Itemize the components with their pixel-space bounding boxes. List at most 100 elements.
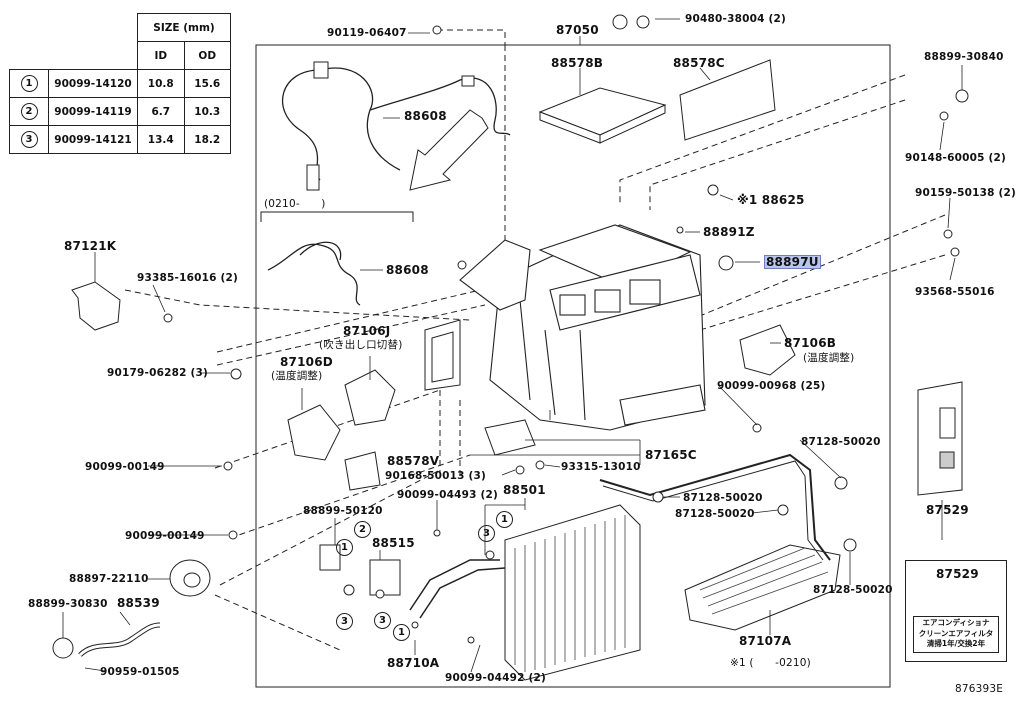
part-label-88501[interactable]: 88501 — [503, 483, 546, 497]
part-label-90099-00149-b[interactable]: 90099-00149 — [125, 530, 205, 542]
part-label-90099-00968[interactable]: 90099-00968 (25) — [717, 380, 826, 392]
variant-note-0210: (0210- ) — [264, 198, 326, 210]
part-label-90119-06407[interactable]: 90119-06407 — [327, 27, 407, 39]
part-label-87128-50020-a[interactable]: 87128-50020 — [801, 436, 881, 448]
servo-87106D — [287, 404, 341, 461]
col-od: OD — [183, 41, 231, 70]
part-label-88578B[interactable]: 88578B — [551, 56, 604, 70]
part-label-87106D[interactable]: 87106D — [280, 355, 333, 369]
variant-bracket — [260, 211, 414, 222]
filter-label-line-3: 清掃1年/交換2年 — [926, 639, 986, 648]
part-number[interactable]: 90099-14119 — [48, 97, 138, 126]
footnote-0210: ※1 ( -0210) — [730, 657, 811, 669]
diagram-id: 876393E — [955, 683, 1004, 695]
table-row: 2 90099-14119 6.7 10.3 — [9, 97, 231, 126]
part-label-87529-a[interactable]: 87529 — [926, 503, 969, 517]
part-label-88899-50120[interactable]: 88899-50120 — [303, 505, 383, 517]
leader-lines — [62, 18, 963, 673]
callout-mark-3: 3 — [336, 613, 353, 630]
heater-case — [459, 224, 706, 431]
assembly-frame — [255, 44, 891, 688]
part-label-87128-50020-d[interactable]: 87128-50020 — [813, 584, 893, 596]
part-label-88897-22110[interactable]: 88897-22110 — [69, 573, 149, 585]
callout-mark-1: 1 — [496, 511, 513, 528]
connector-87165C — [484, 419, 536, 456]
part-label-93385-16016[interactable]: 93385-16016 (2) — [137, 272, 238, 284]
part-label-88608-lower[interactable]: 88608 — [386, 263, 429, 277]
part-label-88897U[interactable]: 88897U — [764, 255, 821, 269]
part-label-87121K[interactable]: 87121K — [64, 239, 117, 253]
callout-mark-2: 2 — [354, 521, 371, 538]
callout-mark: 3 — [20, 131, 38, 148]
cap-88899-30830 — [52, 637, 74, 659]
size-id: 13.4 — [137, 125, 185, 154]
part-label-87106B[interactable]: 87106B — [784, 336, 837, 350]
part-desc-87106D: (温度調整) — [271, 370, 323, 382]
part-label-87050[interactable]: 87050 — [556, 23, 599, 37]
part-label-93568-55016[interactable]: 93568-55016 — [915, 286, 995, 298]
part-label-88539[interactable]: 88539 — [117, 596, 160, 610]
size-id: 6.7 — [137, 97, 185, 126]
pipe-88710A — [409, 559, 500, 611]
dashed-leaders — [124, 29, 946, 651]
part-number[interactable]: 90099-14121 — [48, 125, 138, 154]
part-label-88578V[interactable]: 88578V — [387, 454, 440, 468]
harness-88608-lower — [267, 241, 361, 306]
size-table: SIZE (mm) ID OD 1 90099-14120 10.8 15.6 … — [9, 13, 231, 154]
part-label-87107A[interactable]: 87107A — [739, 634, 792, 648]
servo-87106B — [739, 324, 796, 376]
part-label-90159-50138[interactable]: 90159-50138 (2) — [915, 187, 1016, 199]
part-label-90148-60005[interactable]: 90148-60005 (2) — [905, 152, 1006, 164]
part-label-88578C[interactable]: 88578C — [673, 56, 725, 70]
part-number[interactable]: 90099-14120 — [48, 69, 138, 98]
size-id: 10.8 — [137, 69, 185, 98]
callout-mark-1: 1 — [336, 539, 353, 556]
part-label-87106J[interactable]: 87106J — [343, 324, 391, 338]
part-label-90099-04492[interactable]: 90099-04492 (2) — [445, 672, 546, 684]
filter-label-sticker: エアコンディショナ クリーンエアフィルタ 清掃1年/交換2年 — [913, 616, 999, 653]
part-label-90480-38004[interactable]: 90480-38004 (2) — [685, 13, 786, 25]
table-row: 1 90099-14120 10.8 15.6 — [9, 69, 231, 98]
col-id: ID — [137, 41, 185, 70]
filter-label-line-1: エアコンディショナ — [922, 618, 990, 627]
filter-88578B — [538, 87, 667, 136]
part-label-88710A[interactable]: 88710A — [387, 656, 440, 670]
part-label-93315-13010[interactable]: 93315-13010 — [561, 461, 641, 473]
part-label-88515[interactable]: 88515 — [372, 536, 415, 550]
part-label-87529-b[interactable]: 87529 — [936, 567, 979, 581]
harness-88608-top — [282, 67, 511, 181]
callout-mark-1: 1 — [393, 624, 410, 641]
part-label-88899-30830[interactable]: 88899-30830 — [28, 598, 108, 610]
filter-label-box — [905, 560, 1007, 662]
part-label-90099-04493[interactable]: 90099-04493 (2) — [397, 489, 498, 501]
callout-mark-3: 3 — [374, 612, 391, 629]
table-row: 3 90099-14121 13.4 18.2 — [9, 125, 231, 154]
bracket-87121K — [71, 281, 121, 331]
filter-88578C — [679, 59, 776, 141]
part-label-87165C[interactable]: 87165C — [645, 448, 697, 462]
callout-mark-3: 3 — [478, 525, 495, 542]
part-label-90168-50013[interactable]: 90168-50013 (3) — [385, 470, 486, 482]
part-label-88891Z[interactable]: 88891Z — [703, 225, 755, 239]
pipe-87128 — [599, 453, 831, 561]
part-label-88608-top[interactable]: 88608 — [404, 109, 447, 123]
size-od: 10.3 — [183, 97, 231, 126]
size-header: SIZE (mm) — [137, 13, 231, 42]
callout-mark: 2 — [20, 103, 38, 120]
switch-88899-50120 — [319, 544, 341, 571]
part-label-88625[interactable]: ※1 88625 — [737, 193, 805, 207]
part-label-87128-50020-b[interactable]: 87128-50020 — [683, 492, 763, 504]
part-label-87128-50020-c[interactable]: 87128-50020 — [675, 508, 755, 520]
part-label-90099-00149-a[interactable]: 90099-00149 — [85, 461, 165, 473]
part-desc-87106B: (温度調整) — [803, 352, 855, 364]
part-label-90959-01505[interactable]: 90959-01505 — [100, 666, 180, 678]
part-label-90179-06282[interactable]: 90179-06282 (3) — [107, 367, 208, 379]
callout-mark: 1 — [20, 75, 38, 92]
size-od: 18.2 — [183, 125, 231, 154]
part-label-88899-30840[interactable]: 88899-30840 — [924, 51, 1004, 63]
filter-label-line-2: クリーンエアフィルタ — [918, 628, 994, 638]
grommet-88897-22110 — [169, 559, 211, 597]
expansion-valve-88515 — [369, 559, 401, 596]
heater-core-87107A — [684, 544, 841, 631]
